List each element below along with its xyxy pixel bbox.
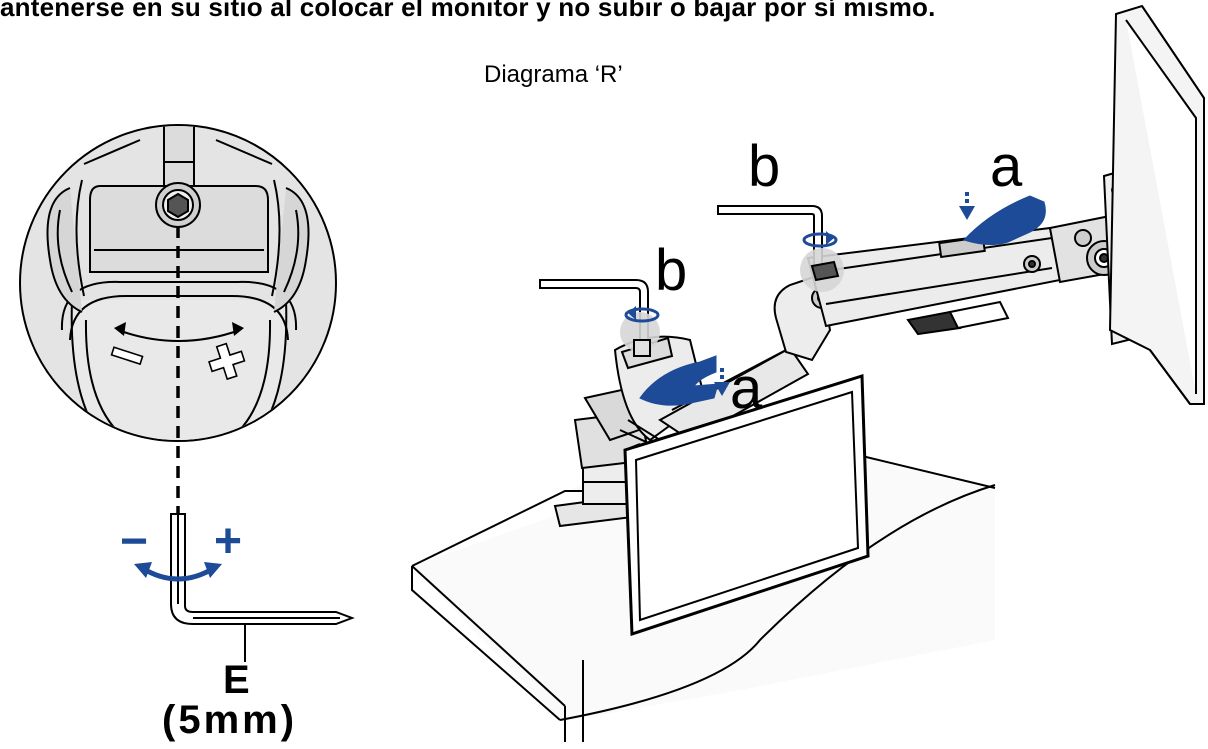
tool-letter: E — [223, 658, 250, 702]
hex-key-icon — [170, 513, 355, 662]
hex-key-lower — [539, 279, 660, 357]
press-down-arrow-icon — [714, 192, 975, 396]
upper-arm — [806, 226, 1062, 336]
monitor-upper — [1108, 4, 1205, 405]
rotate-arrow-icon — [624, 232, 838, 323]
hand-icon — [639, 195, 1046, 406]
diagram-title: Diagrama ‘R’ — [484, 61, 623, 88]
monitor-lower — [623, 373, 870, 637]
plus-symbol: + — [214, 515, 243, 568]
rotate-arrow-icon — [134, 562, 222, 582]
label-a-lower: a — [730, 356, 763, 421]
minus-mark — [110, 346, 144, 366]
instruction-text: antenerse en su sitio al colocar el moni… — [0, 0, 936, 22]
minus-symbol: − — [120, 515, 149, 568]
hex-key-upper — [717, 205, 844, 292]
label-a-upper: a — [990, 134, 1023, 199]
plus-mark — [208, 342, 246, 381]
label-b-upper: b — [748, 134, 781, 199]
zoom-detail — [19, 124, 337, 516]
tool-size: (5mm) — [162, 698, 298, 742]
label-b-lower: b — [655, 238, 688, 303]
